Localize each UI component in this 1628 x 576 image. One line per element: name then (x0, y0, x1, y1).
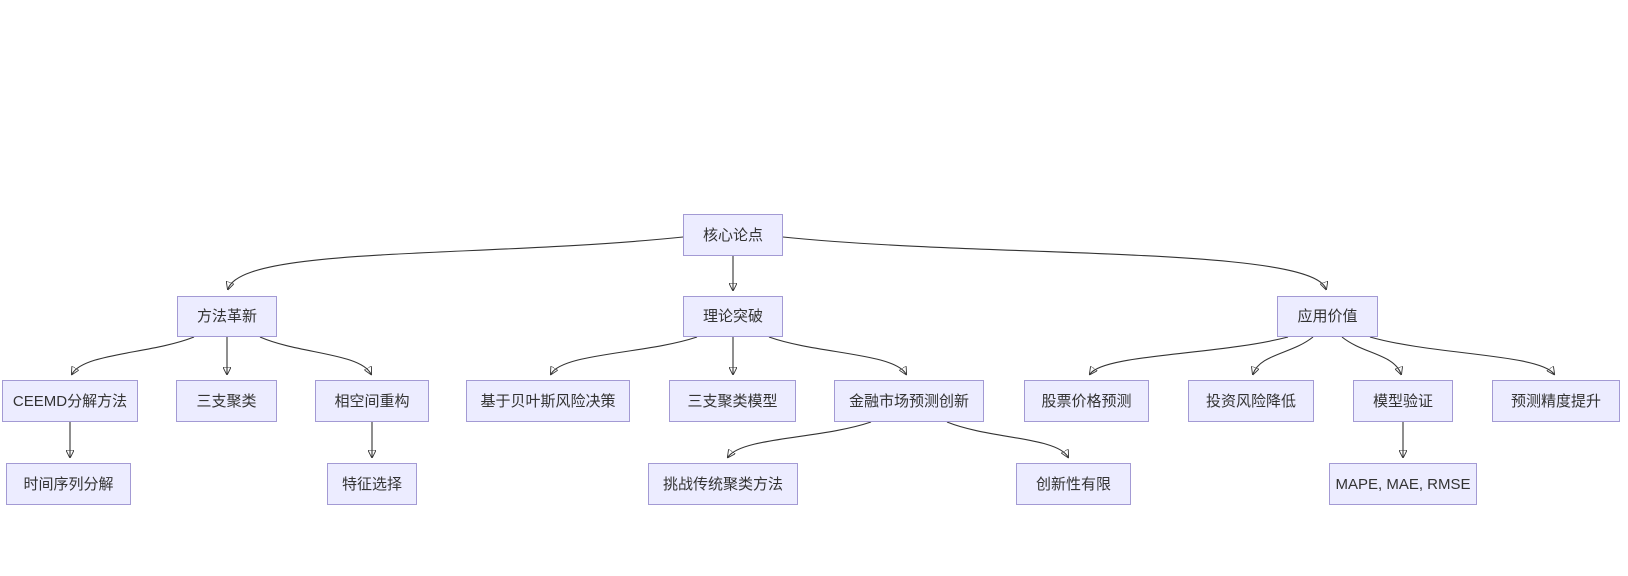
edge-financial-innovation-challenge-traditional (728, 421, 872, 457)
node-stock-prediction: 股票价格预测 (1024, 380, 1149, 422)
node-financial-innovation: 金融市场预测创新 (834, 380, 984, 422)
edge-financial-innovation-limited-novelty (946, 421, 1068, 457)
edge-core-application (782, 236, 1326, 289)
edge-application-model-validation (1341, 336, 1401, 374)
edge-application-stock-prediction (1090, 336, 1289, 374)
edge-method-phase-space (259, 336, 371, 374)
node-limited-novelty: 创新性有限 (1016, 463, 1131, 505)
edge-theory-financial-innovation (768, 336, 906, 374)
node-application: 应用价值 (1277, 296, 1378, 337)
node-feature-selection: 特征选择 (327, 463, 417, 505)
node-method: 方法革新 (177, 296, 277, 337)
node-time-series-decomposition: 时间序列分解 (6, 463, 131, 505)
edge-core-method (228, 236, 684, 289)
edge-application-investment-risk (1253, 336, 1314, 374)
node-metrics: MAPE, MAE, RMSE (1329, 463, 1477, 505)
node-investment-risk: 投资风险降低 (1188, 380, 1314, 422)
node-forecast-precision: 预测精度提升 (1492, 380, 1620, 422)
node-three-way-model: 三支聚类模型 (669, 380, 796, 422)
node-model-validation: 模型验证 (1353, 380, 1453, 422)
edge-method-ceemd (72, 336, 195, 374)
node-theory: 理论突破 (683, 296, 783, 337)
node-challenge-traditional: 挑战传统聚类方法 (648, 463, 798, 505)
node-bayes-risk: 基于贝叶斯风险决策 (466, 380, 630, 422)
node-core: 核心论点 (683, 214, 783, 256)
edge-theory-bayes-risk (551, 336, 698, 374)
node-ceemd: CEEMD分解方法 (2, 380, 138, 422)
node-three-way-clustering: 三支聚类 (176, 380, 277, 422)
node-phase-space: 相空间重构 (315, 380, 429, 422)
edge-application-forecast-precision (1369, 336, 1554, 374)
